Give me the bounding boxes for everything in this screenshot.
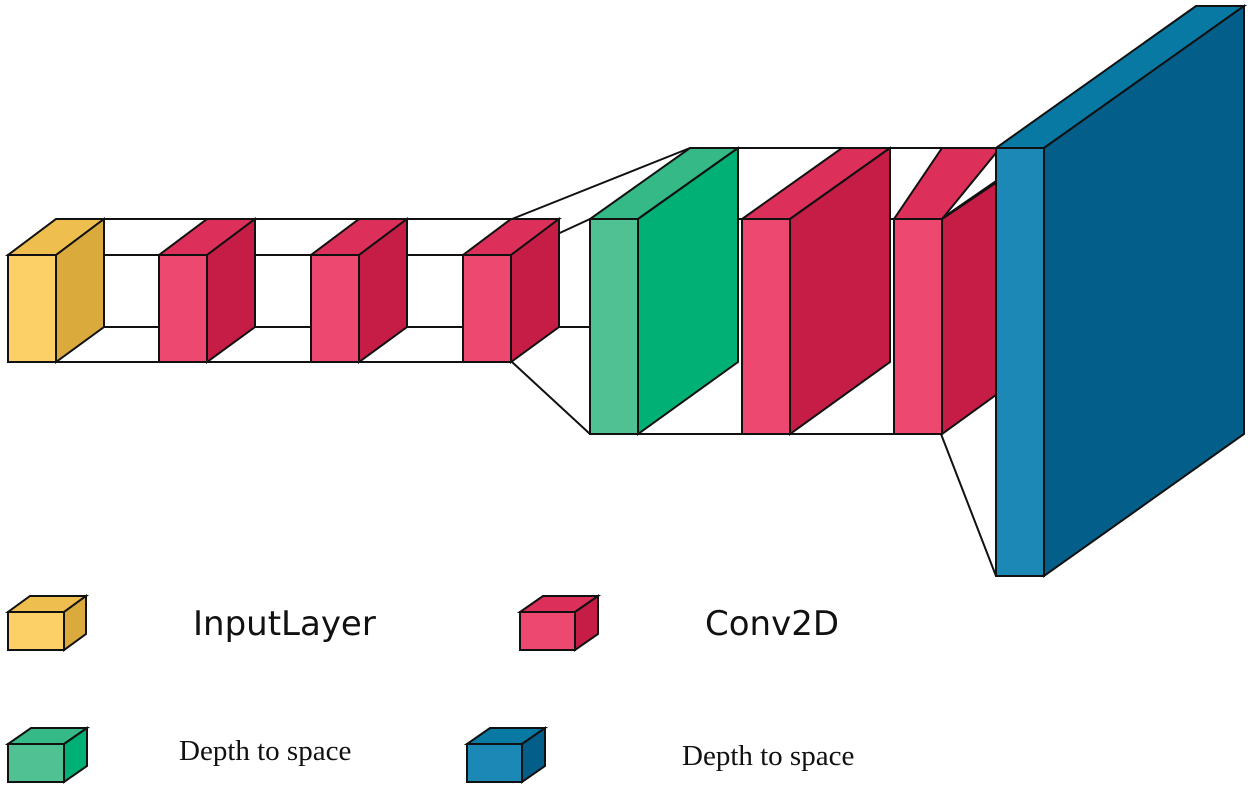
conv2d-block [738,146,894,436]
depth-to-space-front-face [995,147,1045,577]
conv2d-block [460,217,562,364]
legend: InputLayer Conv2D Depth to space [4,594,854,784]
layer-blocks [5,4,1248,578]
depth-to-space-front-face [589,218,639,435]
legend-swatch-depth-to-space-blue [463,726,549,784]
legend-label: Conv2D [705,604,839,644]
legend-item-depth-to-space-blue: Depth to space [463,726,854,784]
conv2d-front-face [893,218,943,435]
connector-line [511,147,691,220]
depth-to-space-green-block [586,146,742,436]
legend-swatch-depth-to-space-green [4,726,91,784]
conv2d-block [156,217,258,364]
legend-swatch-input-layer [4,594,90,652]
legend-swatch-conv2d [516,594,602,652]
legend-item-input-layer: InputLayer [4,594,376,652]
conv2d-side-face [941,178,1001,436]
legend-label: Depth to space [179,735,351,767]
conv2d-front-face [310,254,360,363]
connector-line [511,361,591,435]
legend-item-conv2d: Conv2D [516,594,839,652]
input-layer-front-face [7,254,57,363]
conv2d-block [308,217,410,364]
conv2d-block [892,147,1003,436]
legend-item-depth-to-space-green: Depth to space [4,726,351,784]
connector-line [940,433,997,577]
depth-to-space-blue-block [992,4,1248,578]
conv2d-front-face [158,254,208,363]
conv2d-front-face [741,218,791,435]
conv2d-front-face [462,254,512,363]
legend-label: Depth to space [682,740,854,772]
legend-label: InputLayer [193,604,376,644]
input-layer-block [5,217,107,364]
